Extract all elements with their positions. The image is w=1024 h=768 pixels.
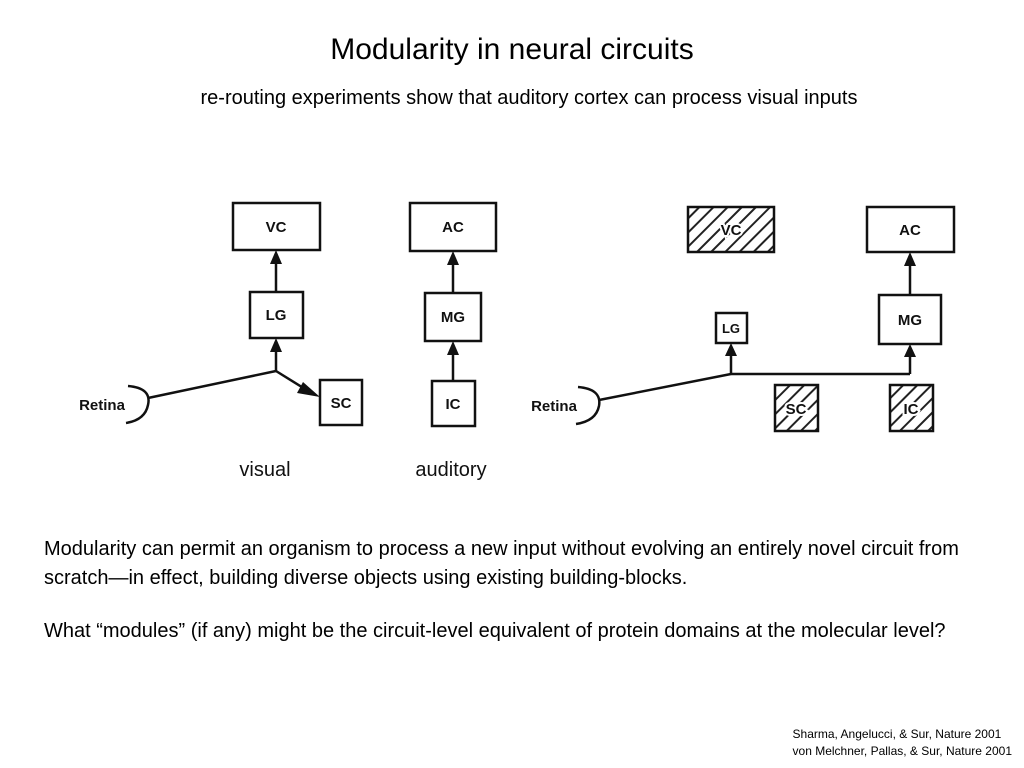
ic-to-mg-arrow [447, 341, 459, 355]
lg-to-vc-arrow [270, 250, 282, 264]
rewired-ic-label: IC [904, 401, 919, 418]
rewired-retina-eye-shape [575, 385, 601, 426]
lg-input-arrow [270, 338, 282, 352]
rewired-mg-label: MG [898, 312, 922, 329]
rewired-ic-box-hatched [888, 383, 935, 433]
reference-2: von Melchner, Pallas, & Sur, Nature 2001 [792, 744, 1012, 758]
rewired-retina-label: Retina [531, 398, 578, 415]
slide-title: Modularity in neural circuits [330, 33, 694, 66]
ic-box [430, 379, 477, 428]
reference-1: Sharma, Angelucci, & Sur, Nature 2001 [792, 727, 1002, 741]
rewired-ac-box [865, 205, 956, 254]
mg-box [423, 291, 483, 343]
sc-box [318, 378, 364, 427]
visual-caption: visual [239, 459, 290, 481]
normal-retina-label: Retina [79, 397, 126, 414]
sc-input-arrow [297, 382, 320, 397]
rewired-sc-box-hatched [773, 383, 820, 433]
normal-ac-label: AC [442, 219, 464, 236]
rewired-mg-input-arrow [904, 344, 916, 357]
auditory-caption: auditory [415, 459, 486, 481]
rewired-sc-label: SC [786, 401, 807, 418]
rewired-diagram [575, 205, 956, 433]
vc-box [231, 201, 322, 252]
body-paragraph-1: Modularity can permit an organism to pro… [44, 538, 959, 589]
rewired-vc-box-hatched [686, 205, 776, 254]
rewired-lg-box [714, 311, 749, 345]
normal-lg-label: LG [266, 307, 287, 324]
normal-wiring-diagram [125, 201, 498, 428]
normal-ic-label: IC [446, 396, 461, 413]
retina-eye-shape [125, 384, 150, 425]
mg-to-ac-arrow [447, 251, 459, 265]
body-paragraph-2: What “modules” (if any) might be the cir… [44, 620, 946, 642]
sc-input-line [275, 369, 306, 391]
rewired-mg-to-ac-arrow [904, 252, 916, 266]
normal-vc-label: VC [266, 219, 287, 236]
rewired-retina-line [598, 372, 732, 402]
rewired-mg-box [877, 293, 943, 346]
rewired-ac-label: AC [899, 222, 921, 239]
rewired-lg-input-arrow [725, 343, 737, 356]
lg-box [248, 290, 305, 340]
normal-sc-label: SC [331, 395, 352, 412]
ac-box [408, 201, 498, 253]
rewired-vc-label: VC [721, 222, 742, 239]
rewired-lg-label: LG [722, 321, 740, 336]
retina-pathway-line [147, 369, 277, 400]
references: Sharma, Angelucci, & Sur, Nature 2001 vo… [793, 726, 1012, 760]
normal-mg-label: MG [441, 309, 465, 326]
slide-subtitle: re-routing experiments show that auditor… [200, 87, 858, 109]
